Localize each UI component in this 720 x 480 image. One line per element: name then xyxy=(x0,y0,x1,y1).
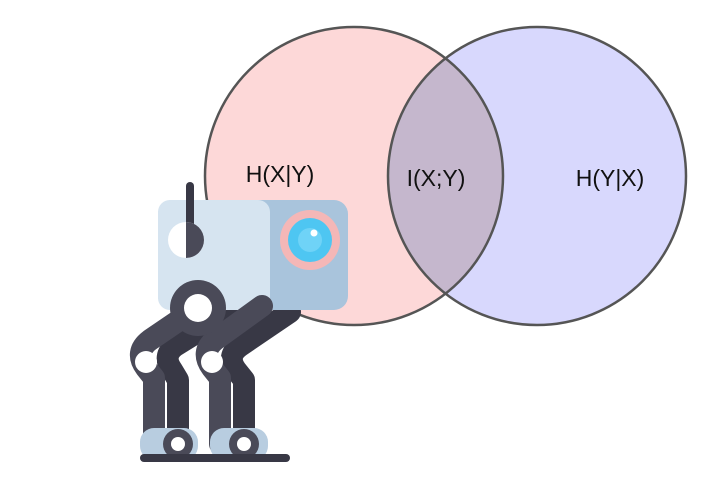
robot-front-legs xyxy=(129,280,273,455)
label-mutual-information: I(X;Y) xyxy=(407,165,466,191)
robot-feet xyxy=(140,428,290,462)
robot-icon xyxy=(129,182,348,462)
label-h-x-given-y: H(X|Y) xyxy=(246,161,315,187)
circle-h-y-outline xyxy=(386,25,688,327)
label-h-y-given-x: H(Y|X) xyxy=(576,165,645,191)
circle-h-x-outline xyxy=(203,25,505,327)
robot-back-legs xyxy=(156,301,301,455)
overlap-region xyxy=(388,27,503,325)
